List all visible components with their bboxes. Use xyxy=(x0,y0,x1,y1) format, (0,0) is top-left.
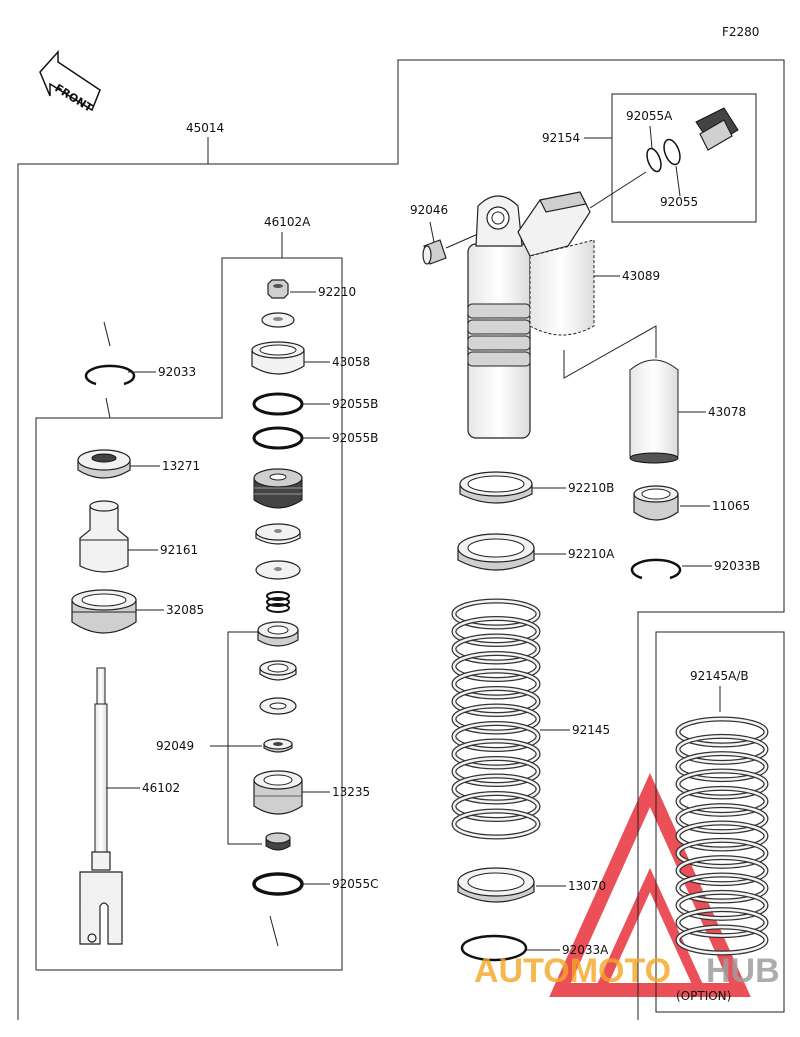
part-92145AB-spring-option xyxy=(675,716,769,956)
part-shims xyxy=(255,523,301,580)
watermark-text-b: HUB xyxy=(706,952,780,990)
part-32085-cap xyxy=(71,589,164,634)
part-92161-bump-rubber xyxy=(79,500,158,573)
part-damper-body xyxy=(467,191,591,439)
part-lower-nut xyxy=(265,832,291,851)
label-92055B-2: 92055B xyxy=(332,431,378,445)
label-13070: 13070 xyxy=(568,879,606,893)
label-92055A: 92055A xyxy=(626,109,673,123)
part-92210A-adjuster-nut xyxy=(457,533,566,571)
part-13070-spring-guide xyxy=(457,867,566,903)
watermark-logo xyxy=(549,772,751,997)
part-46102-piston-rod xyxy=(79,667,140,945)
watermark-text: AUTOMOTO HUB xyxy=(474,952,780,990)
option-label: (OPTION) xyxy=(676,989,731,1003)
label-92210A: 92210A xyxy=(568,547,615,561)
part-92055C-oring xyxy=(252,872,330,947)
label-43089: 43089 xyxy=(622,269,660,283)
label-13271: 13271 xyxy=(162,459,200,473)
label-92055B-1: 92055B xyxy=(332,397,378,411)
label-92055C: 92055C xyxy=(332,877,379,891)
part-92033B-circlip xyxy=(630,558,712,580)
part-13235-piston xyxy=(253,770,330,815)
label-92145AB: 92145A/B xyxy=(690,669,749,683)
label-92033: 92033 xyxy=(158,365,196,379)
part-11065-cap xyxy=(633,485,710,521)
label-92161: 92161 xyxy=(160,543,198,557)
part-92049-group xyxy=(257,621,299,753)
part-43058-collar xyxy=(251,341,330,375)
part-43078-bladder xyxy=(563,325,706,464)
part-92145-spring xyxy=(451,598,541,840)
watermark-text-a: AUTOMOTO xyxy=(474,952,671,990)
part-13271-bushing xyxy=(77,449,160,479)
part-92055B-oring-1 xyxy=(252,392,330,416)
label-92046: 92046 xyxy=(410,203,448,217)
label-92145: 92145 xyxy=(572,723,610,737)
part-small-spring xyxy=(266,591,290,613)
label-92210: 92210 xyxy=(318,285,356,299)
label-92154: 92154 xyxy=(542,131,580,145)
part-seal-head xyxy=(253,468,303,509)
front-arrow-icon: FRONT xyxy=(39,50,101,115)
label-92049: 92049 xyxy=(156,739,194,753)
label-43058: 43058 xyxy=(332,355,370,369)
label-45014: 45014 xyxy=(186,121,224,135)
label-92055: 92055 xyxy=(660,195,698,209)
label-32085: 32085 xyxy=(166,603,204,617)
label-11065: 11065 xyxy=(712,499,750,513)
label-92033B: 92033B xyxy=(714,559,760,573)
part-92055B-oring-2 xyxy=(252,426,330,450)
part-92033A-retainer xyxy=(460,934,560,962)
part-92154-adjuster xyxy=(589,107,739,209)
part-92046-bearing xyxy=(422,221,479,265)
label-13235: 13235 xyxy=(332,785,370,799)
part-washer-top xyxy=(261,312,295,328)
part-43089-reservoir xyxy=(529,239,620,336)
diagram-code: F2280 xyxy=(722,25,759,39)
label-46102A: 46102A xyxy=(264,215,311,229)
part-92210B-locknut xyxy=(459,471,566,504)
part-92033-circlip xyxy=(84,321,156,419)
label-43078: 43078 xyxy=(708,405,746,419)
label-92210B: 92210B xyxy=(568,481,614,495)
part-92210-nut xyxy=(267,279,316,299)
label-92033A: 92033A xyxy=(562,943,609,957)
boundary-lines xyxy=(17,59,785,1020)
label-46102: 46102 xyxy=(142,781,180,795)
